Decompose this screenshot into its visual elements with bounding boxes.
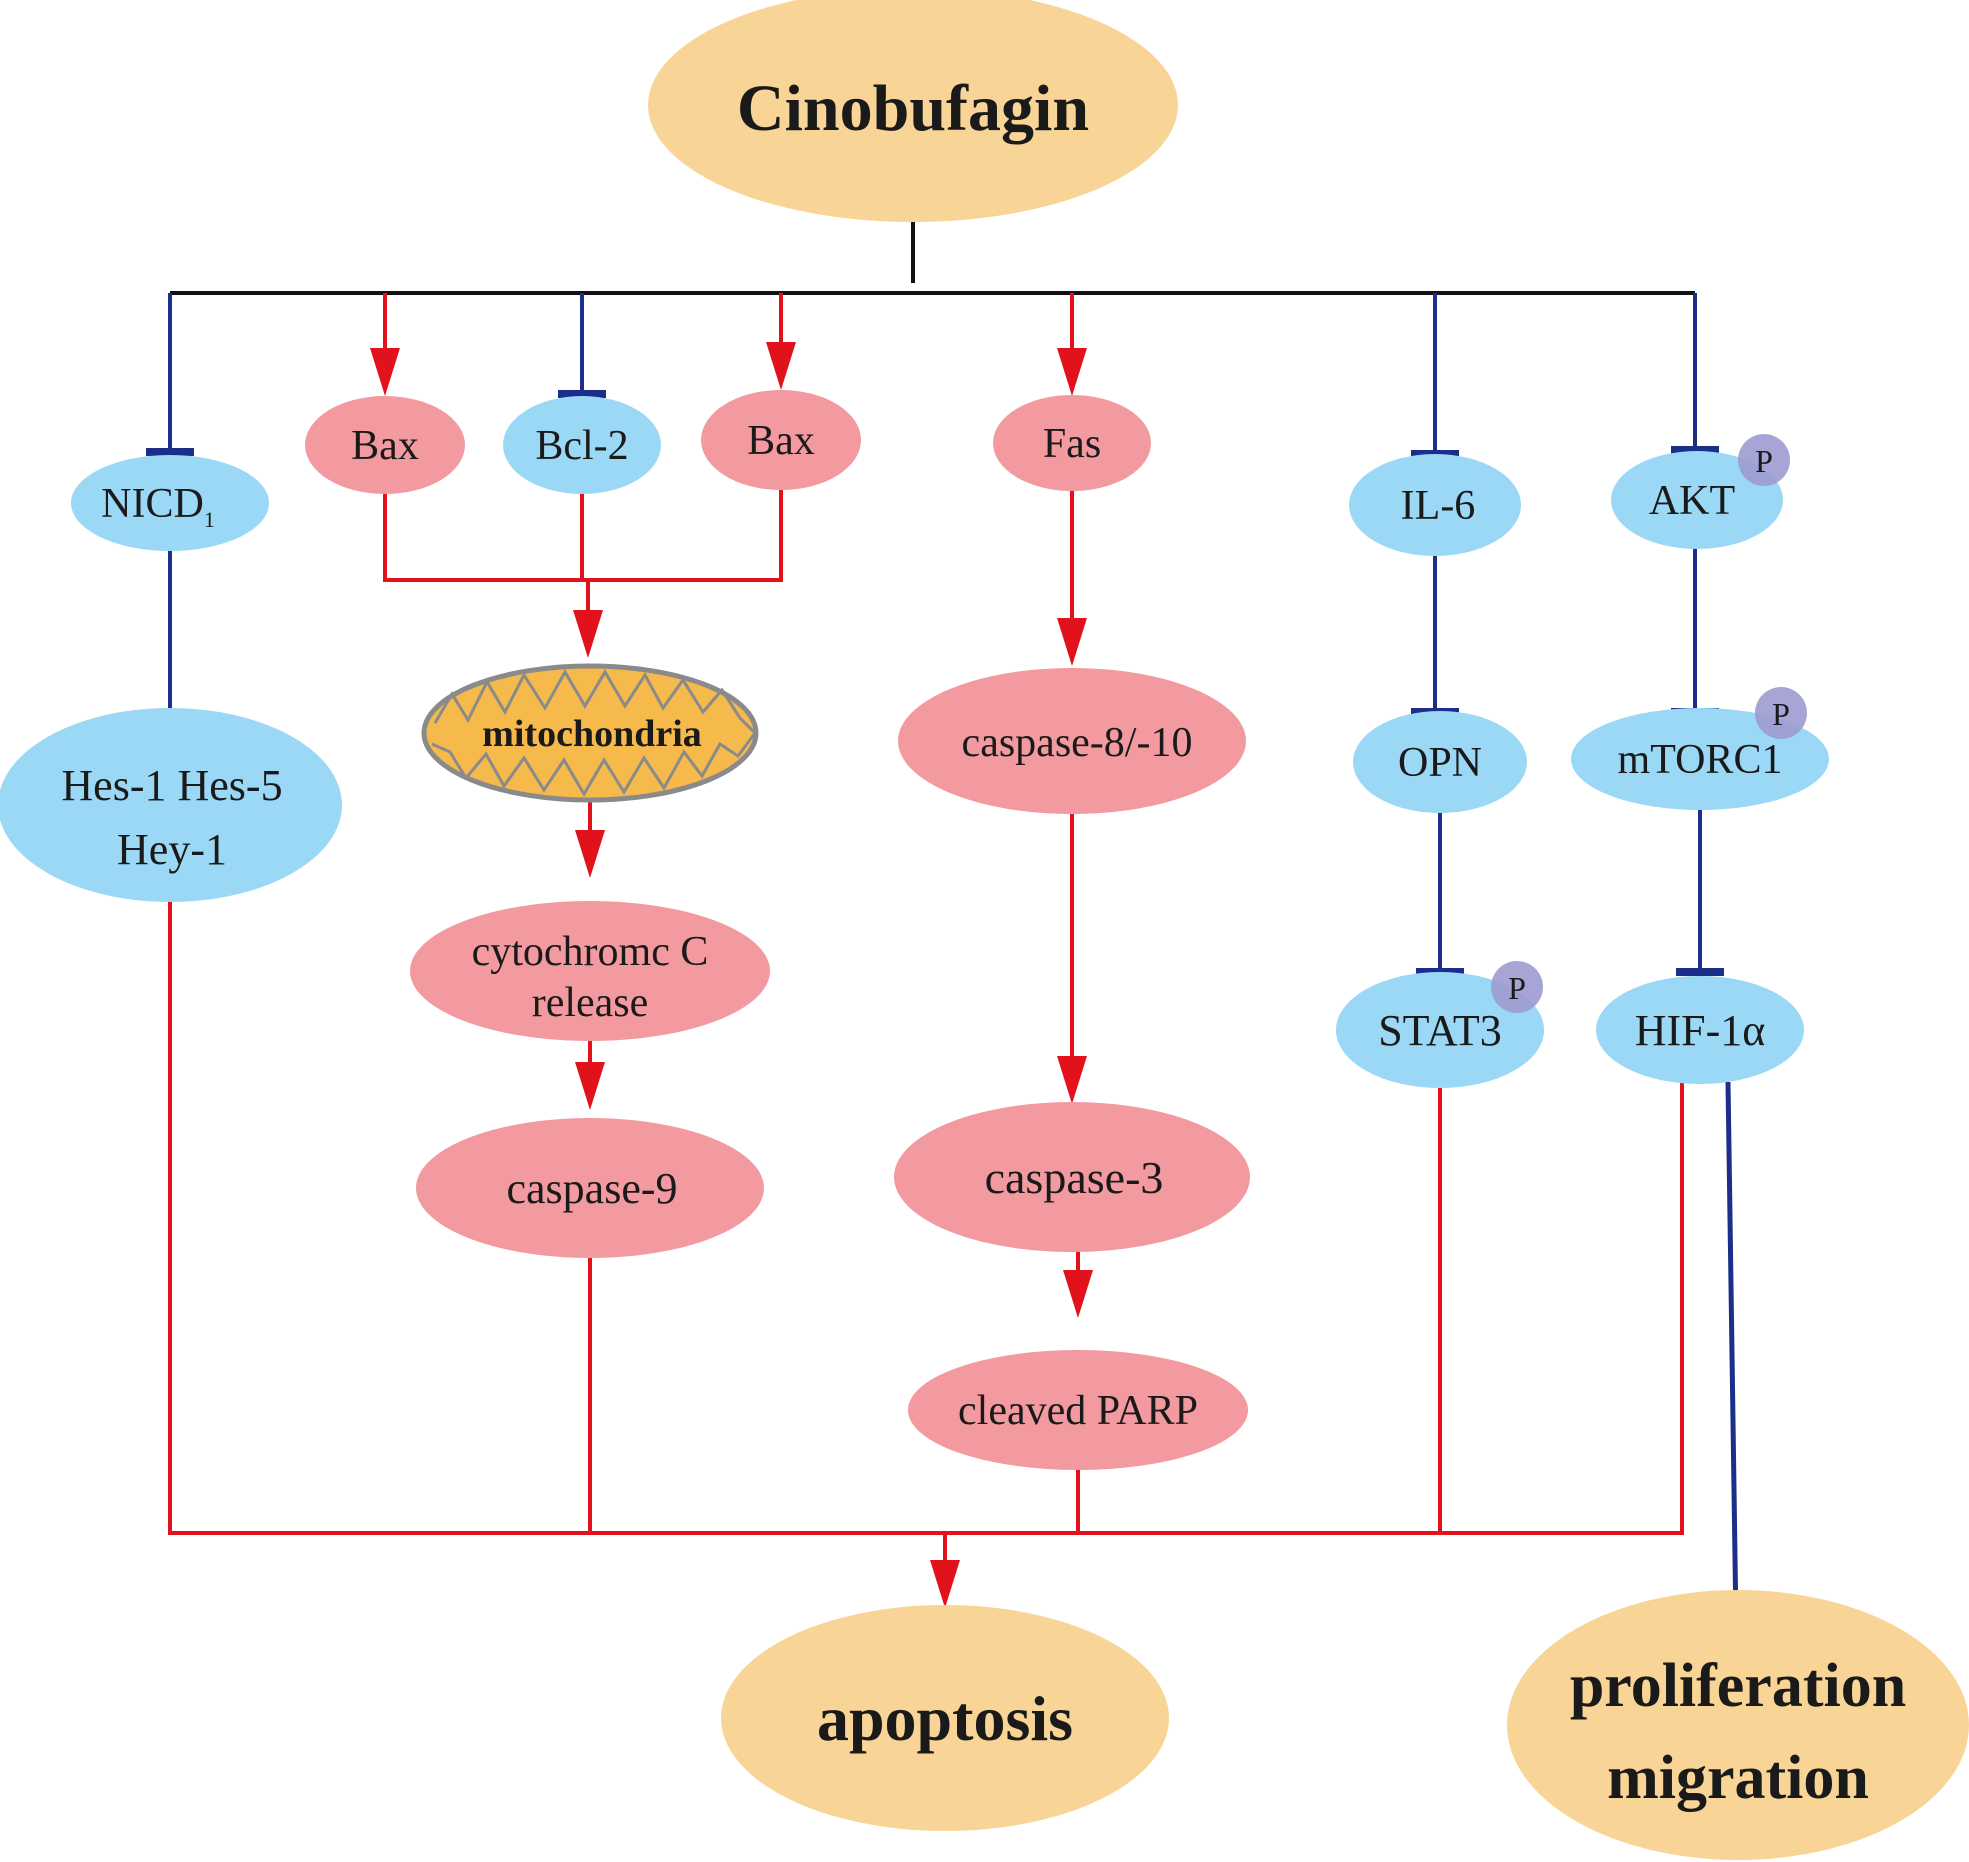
phospho-badge-mtorc1: P: [1755, 687, 1807, 739]
phospho-label-akt: P: [1755, 443, 1773, 479]
node-cytochrome-c: cytochromc C release: [410, 901, 770, 1041]
mitochondria-label: mitochondria: [482, 713, 702, 755]
node-stat3: STAT3 P: [1336, 961, 1544, 1088]
cytochrome-line1-label: cytochromc C: [472, 929, 709, 975]
node-caspase9: caspase-9: [416, 1118, 764, 1258]
node-mtorc1: mTORC1 P: [1571, 687, 1829, 810]
apoptosis-label: apoptosis: [817, 1683, 1073, 1754]
nicd1-label: NICD1: [101, 481, 215, 532]
bcl2-label: Bcl-2: [535, 423, 628, 469]
node-caspase3: caspase-3: [894, 1102, 1250, 1252]
node-hes: Hes-1 Hes-5 Hey-1: [0, 708, 342, 902]
arrowhead-casp3: [1057, 1056, 1087, 1104]
arrowhead-casp8: [1057, 618, 1087, 666]
node-bcl2: Bcl-2: [503, 396, 661, 494]
node-il6: IL-6: [1349, 454, 1521, 556]
arrowhead-mito: [573, 610, 603, 658]
nicd-main: NICD: [101, 481, 204, 527]
node-nicd1: NICD1: [71, 455, 269, 551]
hes-line2-label: Hey-1: [117, 825, 227, 874]
phospho-label-stat3: P: [1508, 970, 1526, 1006]
node-akt: AKT P: [1611, 434, 1790, 549]
hif1a-label: HIF-1α: [1635, 1006, 1766, 1055]
cytochrome-line2-label: release: [532, 980, 649, 1026]
node-proliferation-migration: proliferation migration: [1507, 1590, 1969, 1860]
node-bax-right: Bax: [701, 390, 861, 490]
proliferation-label: proliferation: [1570, 1652, 1906, 1720]
mitochondria-cristae: [431, 668, 757, 797]
fas-label: Fas: [1043, 421, 1101, 467]
arrowhead-apoptosis: [930, 1560, 960, 1608]
node-fas: Fas: [993, 395, 1151, 491]
cinobufagin-label: Cinobufagin: [737, 72, 1089, 145]
node-bax-left: Bax: [305, 396, 465, 494]
arrowhead-fas: [1057, 348, 1087, 396]
node-cleaved-parp: cleaved PARP: [908, 1350, 1248, 1470]
bax-right-label: Bax: [747, 418, 815, 464]
node-caspase8-10: caspase-8/-10: [898, 668, 1246, 814]
stat3-label: STAT3: [1378, 1006, 1502, 1055]
node-opn: OPN: [1353, 711, 1527, 813]
phospho-badge-stat3: P: [1491, 961, 1543, 1013]
caspase9-label: caspase-9: [506, 1164, 677, 1213]
phospho-label-mtorc1: P: [1772, 696, 1790, 732]
caspase3-label: caspase-3: [985, 1152, 1164, 1203]
caspase8-10-label: caspase-8/-10: [962, 720, 1193, 766]
nicd-subscript: 1: [204, 507, 215, 532]
arrowhead-bax-right: [766, 342, 796, 390]
node-hif1a: HIF-1α: [1596, 976, 1804, 1084]
bax-left-label: Bax: [351, 423, 419, 469]
opn-label: OPN: [1398, 740, 1482, 786]
migration-label: migration: [1607, 1744, 1869, 1812]
node-cinobufagin: Cinobufagin: [648, 0, 1178, 222]
hif-to-proliferation: [1725, 1081, 1739, 1626]
mtorc1-label: mTORC1: [1618, 737, 1783, 783]
akt-label: AKT: [1649, 478, 1735, 524]
arrowhead-bax-left: [370, 348, 400, 396]
node-mitochondria: mitochondria: [421, 663, 759, 803]
phospho-badge-akt: P: [1738, 434, 1790, 486]
node-apoptosis: apoptosis: [721, 1605, 1169, 1831]
arrowhead-cyto: [575, 830, 605, 878]
arrowhead-parp: [1063, 1270, 1093, 1318]
cleaved-parp-label: cleaved PARP: [958, 1388, 1198, 1434]
arrowhead-casp9: [575, 1062, 605, 1110]
il6-label: IL-6: [1401, 483, 1476, 529]
hes-line1-label: Hes-1 Hes-5: [61, 761, 282, 810]
connectors: [146, 222, 1762, 1631]
